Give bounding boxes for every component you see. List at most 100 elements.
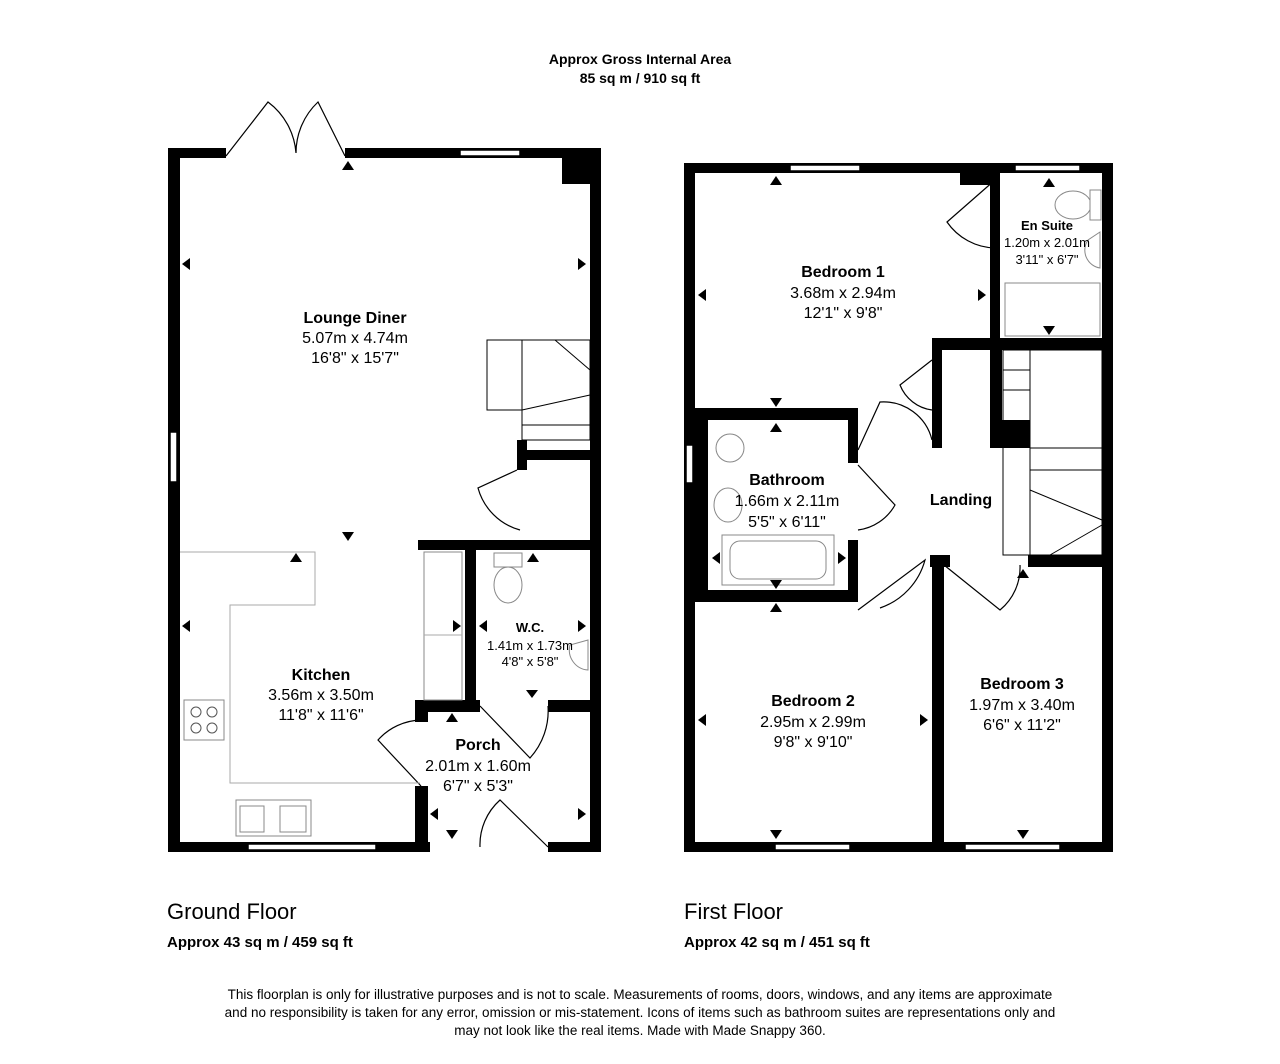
- svg-text:Bedroom 3: Bedroom 3: [980, 676, 1064, 693]
- svg-text:W.C.: W.C.: [516, 620, 544, 635]
- wall: [848, 540, 858, 602]
- window: [789, 164, 861, 172]
- disclaimer: This floorplan is only for illustrative …: [225, 987, 1056, 1038]
- window: [1014, 164, 1081, 172]
- svg-text:2.95m x 2.99m: 2.95m x 2.99m: [760, 714, 866, 731]
- door: [899, 359, 933, 411]
- wall: [1102, 163, 1113, 852]
- svg-text:Porch: Porch: [455, 737, 500, 754]
- basin-icon: [568, 639, 589, 671]
- wall: [517, 450, 590, 460]
- wall: [415, 786, 428, 852]
- wall: [694, 590, 858, 602]
- wall: [930, 555, 950, 567]
- ground-floor-area: Approx 43 sq m / 459 sq ft: [167, 934, 353, 951]
- svg-text:9'8" x 9'10": 9'8" x 9'10": [774, 734, 853, 751]
- svg-text:3'11" x 6'7": 3'11" x 6'7": [1015, 252, 1078, 267]
- svg-text:6'6" x 11'2": 6'6" x 11'2": [983, 717, 1061, 734]
- wall: [418, 540, 600, 550]
- svg-text:1.66m x 2.11m: 1.66m x 2.11m: [735, 493, 840, 510]
- svg-text:Bathroom: Bathroom: [749, 472, 825, 489]
- first-floor-plan: [684, 163, 1113, 852]
- room-label-bedroom-1: Bedroom 1 3.68m x 2.94m 12'1" x 9'8": [790, 264, 896, 322]
- front-door: [479, 799, 549, 848]
- door: [479, 705, 549, 759]
- wall: [548, 842, 601, 852]
- window: [169, 431, 178, 483]
- svg-text:11'8" x 11'6": 11'8" x 11'6": [278, 707, 363, 724]
- room-label-bathroom: Bathroom 1.66m x 2.11m 5'5" x 6'11": [735, 472, 840, 531]
- door: [377, 719, 422, 787]
- gross-area-value: 85 sq m / 910 sq ft: [580, 70, 701, 86]
- svg-text:3.68m x 2.94m: 3.68m x 2.94m: [790, 285, 896, 302]
- wall: [168, 148, 180, 852]
- wall: [694, 420, 708, 600]
- wall: [932, 338, 942, 448]
- stairs: [486, 339, 591, 441]
- ground-floor-title: Ground Floor: [167, 899, 297, 924]
- window: [459, 149, 521, 157]
- room-label-lounge-diner: Lounge Diner 5.07m x 4.74m 16'8" x 15'7": [302, 310, 408, 367]
- room-label-bedroom-3: Bedroom 3 1.97m x 3.40m 6'6" x 11'2": [969, 676, 1075, 734]
- svg-text:1.41m x 1.73m: 1.41m x 1.73m: [487, 638, 573, 653]
- svg-text:En Suite: En Suite: [1021, 218, 1073, 233]
- bath-icon: [721, 534, 835, 586]
- svg-text:Lounge Diner: Lounge Diner: [303, 310, 406, 327]
- toilet-icon: [1054, 189, 1102, 221]
- svg-text:2.01m x 1.60m: 2.01m x 1.60m: [425, 758, 531, 775]
- svg-text:and no responsibility is taken: and no responsibility is taken for any e…: [225, 1005, 1056, 1020]
- svg-text:Bedroom 2: Bedroom 2: [771, 693, 855, 710]
- french-door: [225, 101, 346, 157]
- svg-text:5.07m x 4.74m: 5.07m x 4.74m: [302, 330, 408, 347]
- svg-text:1.97m x 3.40m: 1.97m x 3.40m: [969, 697, 1075, 714]
- wall: [848, 408, 858, 463]
- room-label-wc: W.C. 1.41m x 1.73m 4'8" x 5'8": [487, 620, 573, 669]
- dimension-arrows: [698, 176, 1055, 839]
- room-label-porch: Porch 2.01m x 1.60m 6'7" x 5'3": [425, 737, 531, 795]
- svg-text:5'5" x 6'11": 5'5" x 6'11": [748, 514, 826, 531]
- first-floor-area: Approx 42 sq m / 451 sq ft: [684, 934, 870, 951]
- stairs: [1002, 349, 1103, 556]
- wall: [168, 148, 226, 158]
- svg-text:1.20m x 2.01m: 1.20m x 2.01m: [1004, 235, 1090, 250]
- window: [247, 843, 377, 851]
- room-label-en-suite: En Suite 1.20m x 2.01m 3'11" x 6'7": [1004, 218, 1090, 267]
- door: [857, 558, 927, 611]
- kitchen-worktop: [180, 551, 420, 784]
- svg-text:3.56m x 3.50m: 3.56m x 3.50m: [268, 687, 374, 704]
- svg-text:16'8" x 15'7": 16'8" x 15'7": [311, 350, 399, 367]
- wall: [932, 338, 1112, 350]
- sink-icon: [235, 799, 312, 837]
- door: [943, 564, 1021, 611]
- window: [964, 843, 1061, 851]
- wall: [415, 700, 480, 712]
- window: [774, 843, 851, 851]
- wall: [1028, 555, 1112, 567]
- wall: [415, 700, 428, 722]
- door: [477, 469, 521, 531]
- toilet-icon: [713, 487, 743, 523]
- wall: [548, 700, 600, 712]
- room-label-bedroom-2: Bedroom 2 2.95m x 2.99m 9'8" x 9'10": [760, 693, 866, 751]
- ground-floor-plan: [168, 101, 601, 852]
- toilet-icon: [493, 552, 523, 604]
- basin-icon: [1084, 231, 1101, 269]
- basin-icon: [715, 433, 745, 463]
- room-label-kitchen: Kitchen 3.56m x 3.50m 11'8" x 11'6": [268, 667, 374, 724]
- wall: [517, 440, 527, 470]
- wall: [684, 163, 695, 852]
- room-label-landing: Landing: [930, 492, 992, 509]
- wall: [694, 408, 858, 420]
- door: [946, 179, 996, 249]
- hob-icon: [183, 699, 225, 741]
- svg-text:6'7" x 5'3": 6'7" x 5'3": [443, 778, 513, 795]
- svg-text:may not look like the real ite: may not look like the real items. Made w…: [454, 1023, 825, 1038]
- svg-text:Kitchen: Kitchen: [292, 667, 351, 684]
- window: [685, 444, 694, 484]
- wall: [684, 163, 1112, 173]
- wall: [990, 173, 1000, 348]
- wall: [960, 173, 1000, 185]
- svg-text:This floorplan is only for ill: This floorplan is only for illustrative …: [228, 987, 1053, 1002]
- gross-area-title: Approx Gross Internal Area: [549, 51, 732, 67]
